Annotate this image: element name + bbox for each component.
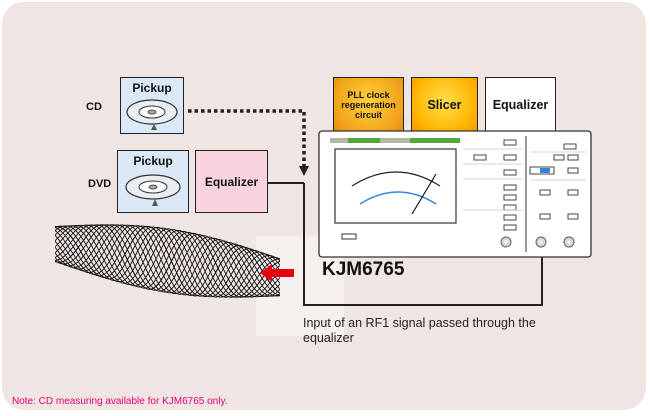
dvd-pickup-disc-icon — [125, 174, 181, 206]
eye-pattern-waveform — [55, 224, 280, 298]
footnote: Note: CD measuring available for KJM6765… — [12, 396, 228, 407]
rf1-input-path — [303, 183, 543, 306]
rf1-input-caption: Input of an RF1 signal passed through th… — [303, 316, 536, 345]
slicer-label: Slicer — [427, 97, 462, 112]
dvd-equalizer-box: Equalizer — [195, 150, 268, 213]
instrument-equalizer-label: Equalizer — [492, 97, 549, 112]
pll-clock-label: PLL clock regeneration circuit — [341, 89, 396, 120]
eye-pattern-trace — [55, 224, 280, 298]
pll-clock-block: PLL clock regeneration circuit — [333, 77, 404, 132]
eye-pattern-trace — [55, 224, 280, 298]
eye-pattern-trace — [55, 224, 280, 298]
cd-label: CD — [86, 101, 102, 113]
eye-pattern-trace — [55, 224, 280, 298]
cd-pickup-label: Pickup — [132, 81, 172, 95]
output-arrow-icon — [260, 264, 294, 282]
cd-signal-arrowhead — [299, 166, 309, 176]
dvd-equalizer-label: Equalizer — [204, 174, 259, 189]
slicer-block: Slicer — [411, 77, 478, 132]
eye-pattern-trace — [55, 225, 280, 298]
eye-pattern-trace — [55, 224, 280, 297]
kjm6765-instrument — [318, 130, 592, 258]
eye-pattern-trace — [55, 225, 280, 297]
instrument-model-label: KJM6765 — [322, 259, 405, 280]
eye-pattern-trace — [55, 225, 280, 297]
dvd-label: DVD — [88, 178, 112, 190]
cd-pickup-disc-icon — [126, 99, 178, 130]
eye-pattern-trace — [55, 224, 280, 298]
instrument-equalizer-block: Equalizer — [485, 77, 556, 132]
eye-pattern-trace — [55, 224, 280, 298]
dvd-pickup-label: Pickup — [133, 154, 173, 168]
cd-signal-path — [188, 109, 306, 166]
